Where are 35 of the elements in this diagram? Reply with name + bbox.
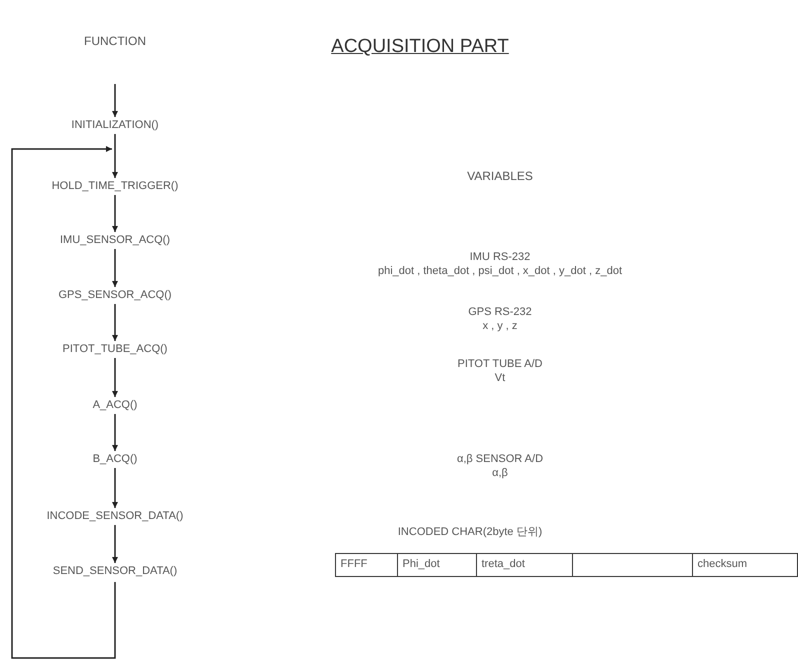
table-cell: Phi_dot: [396, 553, 477, 577]
variable-group: GPS RS-232: [468, 306, 532, 319]
table-caption: INCODED CHAR(2byte 단위): [398, 526, 542, 539]
variable-list: phi_dot , theta_dot , psi_dot , x_dot , y_dot , z_dot: [378, 265, 622, 278]
column-heading: VARIABLES: [467, 170, 533, 183]
function-name: A_ACQ(): [92, 399, 138, 412]
table-cell: FFFF: [334, 553, 398, 577]
arrow: [112, 134, 118, 178]
column-heading: FUNCTION: [84, 35, 146, 48]
table-cell: treta_dot: [476, 553, 573, 577]
function-name: INITIALIZATION(): [71, 119, 159, 132]
variable-list: x , y , z: [482, 320, 518, 333]
variable-list: α,β: [492, 467, 508, 480]
table-cell: checksum: [692, 553, 798, 577]
function-name: IMU_SENSOR_ACQ(): [60, 234, 170, 247]
arrow: [112, 84, 118, 117]
variable-group: PITOT TUBE A/D: [458, 358, 542, 371]
arrow: [11, 146, 116, 659]
title: ACQUISITION PART: [331, 36, 509, 58]
variable-group: IMU RS-232: [470, 251, 530, 264]
function-name: SEND_SENSOR_DATA(): [52, 565, 178, 578]
arrow: [112, 525, 118, 563]
function-name: HOLD_TIME_TRIGGER(): [52, 180, 178, 193]
function-name: INCODE_SENSOR_DATA(): [46, 510, 184, 523]
arrow: [112, 249, 118, 287]
arrow: [112, 304, 118, 341]
function-name: GPS_SENSOR_ACQ(): [58, 289, 172, 302]
arrow: [112, 195, 118, 232]
variable-list: Vt: [494, 372, 506, 385]
variable-group: α,β SENSOR A/D: [456, 453, 544, 466]
arrow: [112, 468, 118, 508]
arrow: [112, 414, 118, 451]
function-name: B_ACQ(): [92, 453, 138, 466]
function-name: PITOT_TUBE_ACQ(): [62, 343, 168, 356]
arrow: [112, 358, 118, 397]
